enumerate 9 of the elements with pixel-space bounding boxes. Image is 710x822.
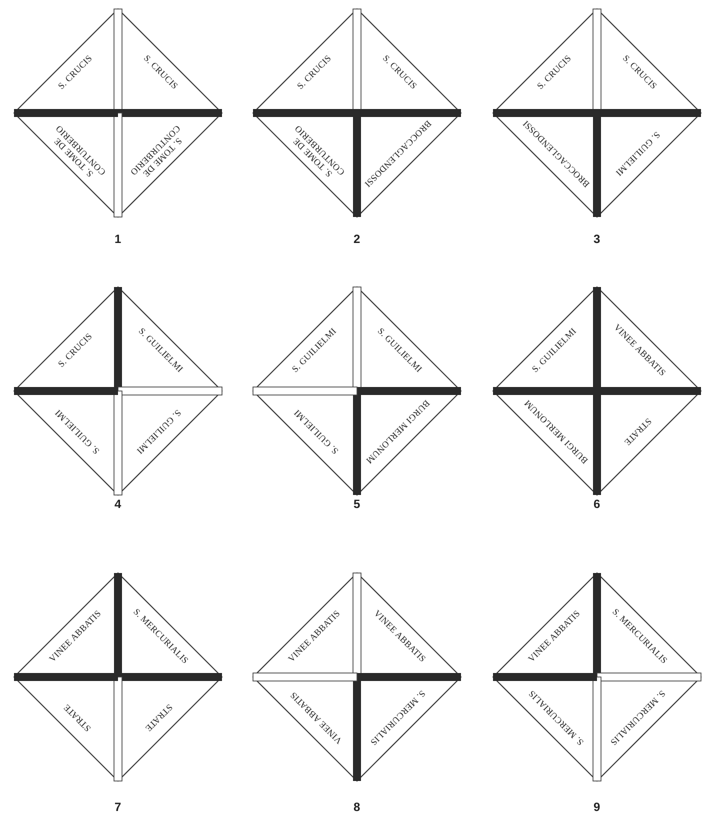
figure-number: 9 (594, 800, 600, 814)
figure-number: 3 (594, 232, 600, 246)
figure-number: 1 (114, 232, 122, 246)
figure-number: 2 (354, 232, 360, 246)
figure-number: 4 (114, 497, 122, 511)
figure-number: 5 (354, 497, 360, 511)
figure-number: 8 (354, 800, 360, 814)
figure-number: 6 (594, 497, 600, 511)
figure-number: 7 (114, 800, 122, 814)
